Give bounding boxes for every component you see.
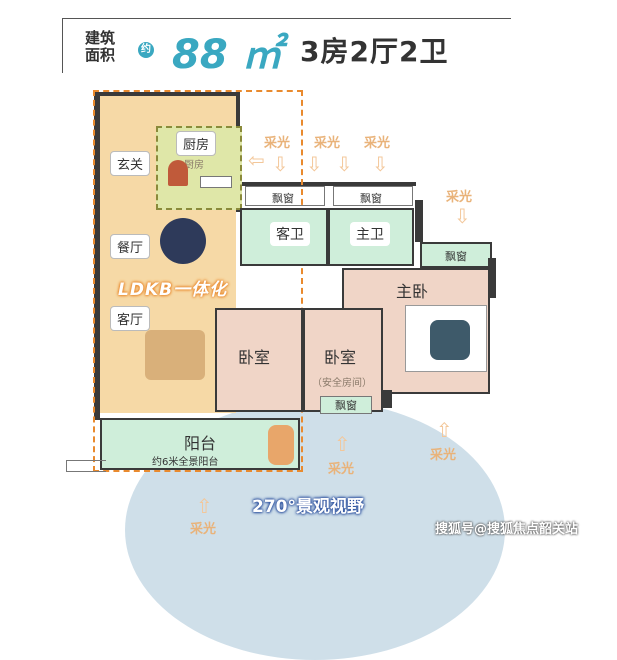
sofa-group-icon: [145, 330, 205, 380]
stove-icon: [200, 176, 232, 188]
area-label: 建筑面积: [84, 29, 115, 64]
light-arrow-4-icon: ⇩: [372, 152, 389, 176]
light-arrow-7-icon: ⇧: [436, 418, 453, 442]
couple-figure-icon: [430, 320, 470, 360]
view-label: 270°景观视野: [252, 497, 364, 517]
kitchen-label: 厨房: [176, 131, 217, 156]
dining-label: 餐厅: [110, 234, 151, 259]
dining-table-icon: [160, 218, 206, 264]
bay-window-3: 飘窗: [445, 250, 467, 263]
light-arrow-8-icon: ⇧: [196, 494, 213, 518]
living-label: 客厅: [110, 306, 151, 331]
master-bath-label: 主卫: [350, 222, 390, 246]
light-arrow-left-icon: ⇦: [248, 148, 265, 172]
light-arrow-1-icon: ⇩: [272, 152, 289, 176]
area-value: 88 ㎡: [172, 32, 282, 78]
watermark: 搜狐号@搜狐焦点韶关站: [435, 522, 579, 537]
wall-far-right: [488, 258, 496, 298]
wall-bottom-right: [382, 390, 392, 408]
kitchen-sign: 厨房: [184, 160, 204, 171]
header-frame: [62, 18, 511, 73]
wall-bath-top: [238, 182, 416, 186]
guest-bath-label: 客卫: [270, 222, 310, 246]
light-label-1: 采光: [264, 136, 291, 151]
bay-box-3: [420, 242, 492, 268]
bay-frame-2: [333, 186, 413, 206]
bedroom-1-room: [215, 308, 303, 412]
bay-window-1: 飘窗: [272, 192, 294, 205]
light-arrow-6-icon: ⇧: [334, 432, 351, 456]
cook-figure-icon: [168, 160, 188, 186]
bedroom-2-label: 卧室: [324, 348, 357, 367]
balcony-room: [100, 418, 300, 470]
light-label-3: 采光: [364, 136, 391, 151]
balcony-edge: [66, 460, 106, 472]
bay-window-4: 飘窗: [320, 396, 372, 414]
entrance-label: 玄关: [110, 151, 151, 176]
ldkb-label: LDKB一体化: [118, 280, 228, 300]
light-label-4: 采光: [446, 190, 473, 205]
bedroom-1-label: 卧室: [238, 348, 271, 367]
light-label-6: 采光: [430, 448, 457, 463]
wall-right-col: [415, 200, 423, 242]
balcony-label: 阳台: [184, 434, 217, 453]
balcony-sub: 约6米全景阳台: [152, 457, 219, 468]
bay-window-2: 飘窗: [360, 192, 382, 205]
room-count: 3房2厅2卫: [300, 35, 449, 68]
light-arrow-2-icon: ⇩: [306, 152, 323, 176]
light-arrow-3-icon: ⇩: [336, 152, 353, 176]
bay-frame-1: [245, 186, 325, 206]
light-label-7: 采光: [190, 522, 217, 537]
light-label-5: 采光: [328, 462, 355, 477]
approx-badge: 约: [138, 42, 154, 58]
balcony-figure-icon: [268, 425, 294, 465]
light-label-2: 采光: [314, 136, 341, 151]
bedroom-2-sub: （安全房间）: [312, 378, 372, 389]
ldkb-outline: [93, 90, 303, 472]
master-bedroom-label: 主卧: [390, 276, 435, 304]
wall-top: [94, 92, 238, 96]
light-arrow-5-icon: ⇩: [454, 204, 471, 228]
wall-left: [94, 92, 100, 420]
